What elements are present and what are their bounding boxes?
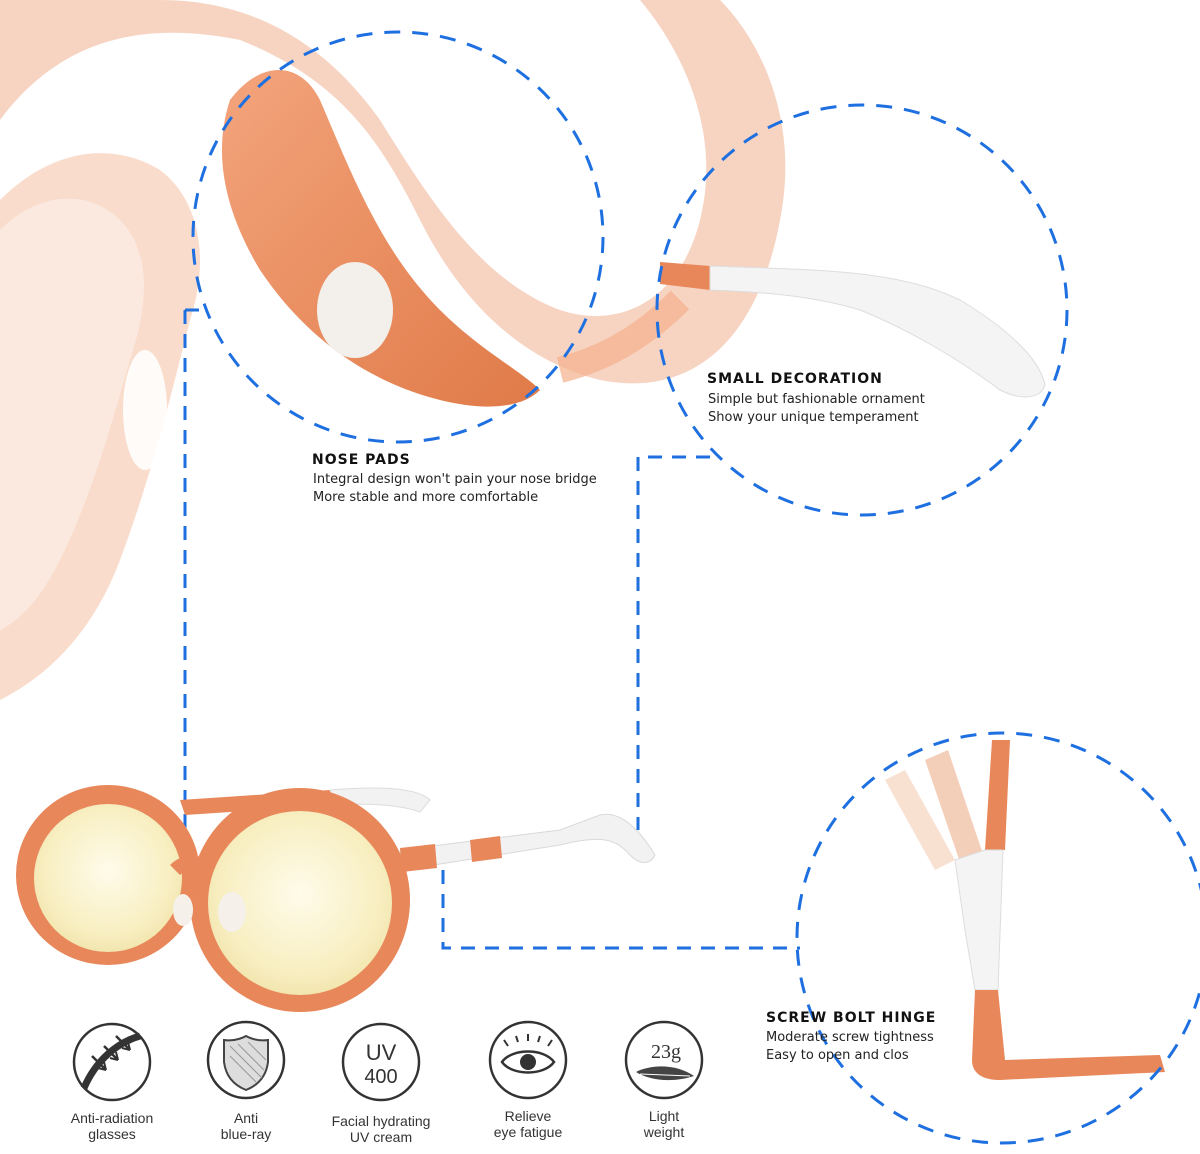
uv400-icon: UV 400: [341, 1022, 421, 1102]
uv400-number: 400: [364, 1066, 397, 1088]
badge-line1: Light: [648, 1108, 680, 1124]
glasses-product: [16, 785, 656, 1012]
background-frame-closeup: [0, 0, 786, 700]
feather-weight-icon: 23g: [624, 1020, 704, 1100]
decoration-title: SMALL DECORATION: [707, 371, 883, 387]
badge-line1: Anti: [233, 1110, 259, 1126]
hinge-line1: Moderate screw tightness: [766, 1030, 934, 1045]
hinge-line2: Easy to open and clos: [766, 1048, 909, 1063]
badge-line1: Relieve: [504, 1108, 552, 1124]
nose-pads-line1: Integral design won't pain your nose bri…: [313, 472, 597, 487]
nose-pads-title: NOSE PADS: [312, 452, 411, 468]
anti-radiation-icon: [72, 1022, 152, 1102]
badge-label-light-weight: Light weight: [589, 1108, 739, 1140]
uv-text: UV: [366, 1040, 397, 1065]
badge-label-anti-radiation: Anti-radiation glasses: [37, 1110, 187, 1142]
temple-tip-zoom: [660, 262, 1046, 398]
nose-pad-zoom: [221, 70, 690, 407]
decoration-dashed-circle: [655, 103, 1069, 517]
hinge-dashed-circle: [795, 731, 1200, 1145]
eye-icon: [488, 1020, 568, 1100]
weight-text: 23g: [651, 1041, 681, 1063]
badge-label-uv-cream: Facial hydrating UV cream: [306, 1113, 456, 1145]
shield-icon: [206, 1020, 286, 1100]
badge-line2: UV cream: [349, 1129, 413, 1145]
badge-line2: blue-ray: [220, 1126, 272, 1142]
badge-line1: Anti-radiation: [70, 1110, 154, 1126]
badge-line2: eye fatigue: [493, 1124, 563, 1140]
badge-label-eye-fatigue: Relieve eye fatigue: [453, 1108, 603, 1140]
decoration-line2: Show your unique temperament: [708, 410, 919, 425]
badge-line2: weight: [643, 1124, 685, 1140]
badge-label-anti-blue-ray: Anti blue-ray: [171, 1110, 321, 1142]
badge-line1: Facial hydrating: [331, 1113, 431, 1129]
hinge-zoom: [885, 740, 1165, 1080]
decoration-line1: Simple but fashionable ornament: [708, 392, 925, 407]
nose-pads-line2: More stable and more comfortable: [313, 490, 539, 505]
hinge-title: SCREW BOLT HINGE: [766, 1010, 937, 1026]
nose-pad-dashed-circle: [191, 30, 605, 444]
badge-line2: glasses: [88, 1126, 136, 1142]
